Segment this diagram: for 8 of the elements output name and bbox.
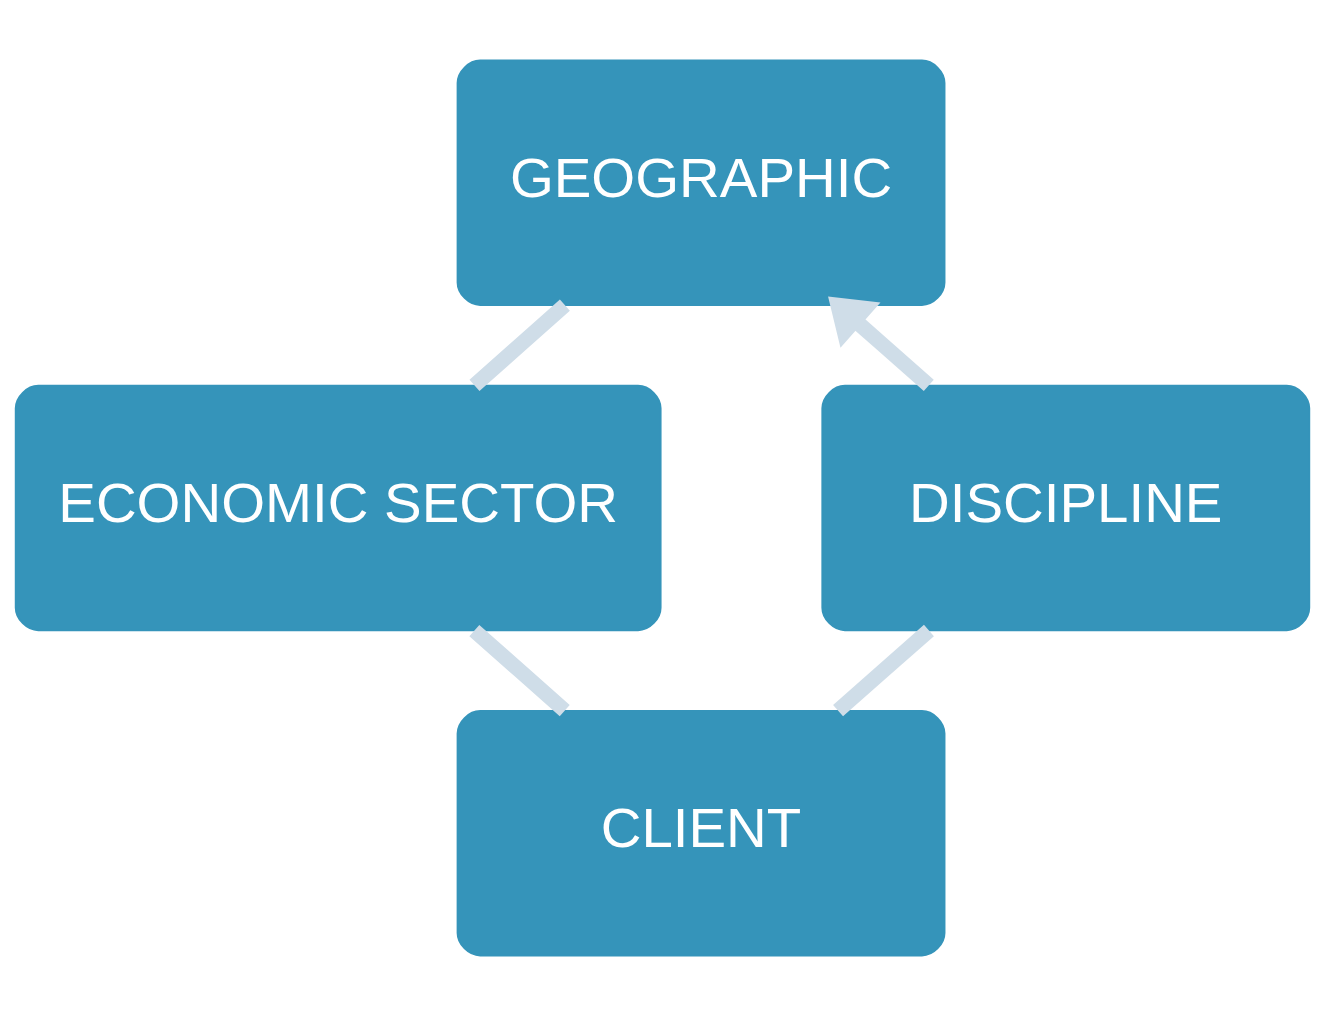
node-box: CLIENT: [456, 710, 946, 957]
node-box: ECONOMIC SECTOR: [14, 384, 662, 632]
connector: [469, 624, 570, 717]
connector: [833, 624, 934, 717]
node-box: GEOGRAPHIC: [456, 59, 946, 306]
arrow: [828, 296, 934, 391]
connector: [469, 299, 570, 391]
node-box: DISCIPLINE: [821, 384, 1311, 632]
